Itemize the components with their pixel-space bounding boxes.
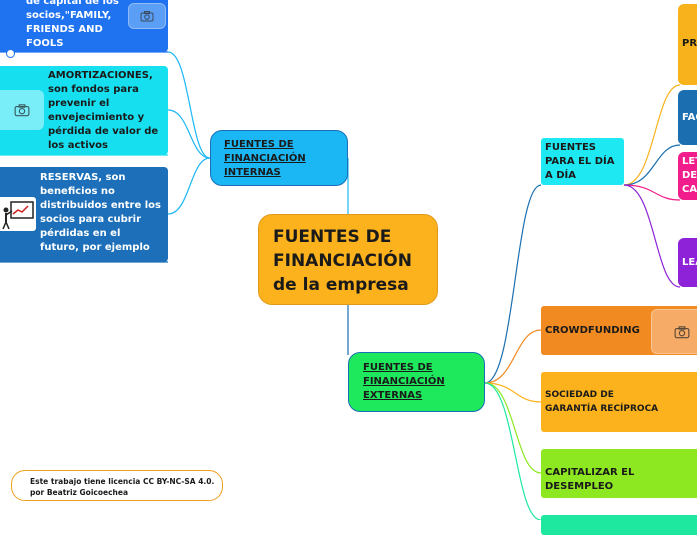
node-capitalizar-desempleo[interactable]: CAPITALIZAR EL DESEMPLEO xyxy=(541,449,697,498)
node-pr[interactable]: PR xyxy=(678,4,697,85)
dia-a-dia-label: FUENTES PARA EL DÍA A DÍA xyxy=(545,141,623,183)
node-fuentes-externas[interactable]: FUENTES DE FINANCIACIÓN EXTERNAS xyxy=(348,352,485,412)
license-text: Este trabajo tiene licencia CC BY-NC-SA … xyxy=(30,476,216,498)
internas-child-amortizaciones[interactable]: AMORTIZACIONES, son fondos para prevenir… xyxy=(0,66,168,155)
capitalizar-label: CAPITALIZAR EL DESEMPLEO xyxy=(545,466,697,494)
internas-child-reservas[interactable]: RESERVAS, son beneficios no distribuidos… xyxy=(0,167,168,262)
node-fuentes-internas[interactable]: FUENTES DE FINANCIACIÓN INTERNAS xyxy=(210,130,348,186)
node-partial-bottom[interactable] xyxy=(541,515,697,535)
camera-icon[interactable] xyxy=(651,309,697,354)
fac-label: FAC xyxy=(682,111,697,125)
amortizaciones-text: AMORTIZACIONES, son fondos para prevenir… xyxy=(48,69,164,153)
central-title: FUENTES DE FINANCIACIÓN de la empresa xyxy=(273,225,431,297)
presenter-illustration xyxy=(0,197,36,231)
node-letras[interactable]: LET DE CA xyxy=(678,152,697,200)
crowdfunding-label: CROWDFUNDING xyxy=(545,324,655,338)
license-note[interactable]: Este trabajo tiene licencia CC BY-NC-SA … xyxy=(11,470,223,501)
leasing-label: LEA xyxy=(682,256,697,270)
externas-label: FUENTES DE FINANCIACIÓN EXTERNAS xyxy=(363,361,463,403)
info-dot[interactable] xyxy=(6,49,15,58)
camera-icon[interactable] xyxy=(128,3,166,29)
letras-label: LET DE CA xyxy=(682,155,697,197)
node-fuentes-dia-a-dia[interactable]: FUENTES PARA EL DÍA A DÍA xyxy=(541,138,624,185)
central-topic[interactable]: FUENTES DE FINANCIACIÓN de la empresa xyxy=(258,214,438,305)
camera-icon[interactable] xyxy=(0,90,44,130)
internas-child-socios[interactable]: de capital de los socios,"FAMILY, FRIEND… xyxy=(0,0,168,52)
socios-text: de capital de los socios,"FAMILY, FRIEND… xyxy=(26,0,126,51)
sociedad-label: SOCIEDAD DE GARANTÍA RECÍPROCA xyxy=(545,388,665,416)
node-sociedad-garantia[interactable]: SOCIEDAD DE GARANTÍA RECÍPROCA xyxy=(541,372,697,432)
node-leasing[interactable]: LEA xyxy=(678,238,697,287)
reservas-text: RESERVAS, son beneficios no distribuidos… xyxy=(40,171,162,255)
internas-label: FUENTES DE FINANCIACIÓN INTERNAS xyxy=(224,138,324,180)
node-fac[interactable]: FAC xyxy=(678,90,697,145)
node-crowdfunding[interactable]: CROWDFUNDING xyxy=(541,306,697,355)
pr-label: PR xyxy=(682,37,697,51)
